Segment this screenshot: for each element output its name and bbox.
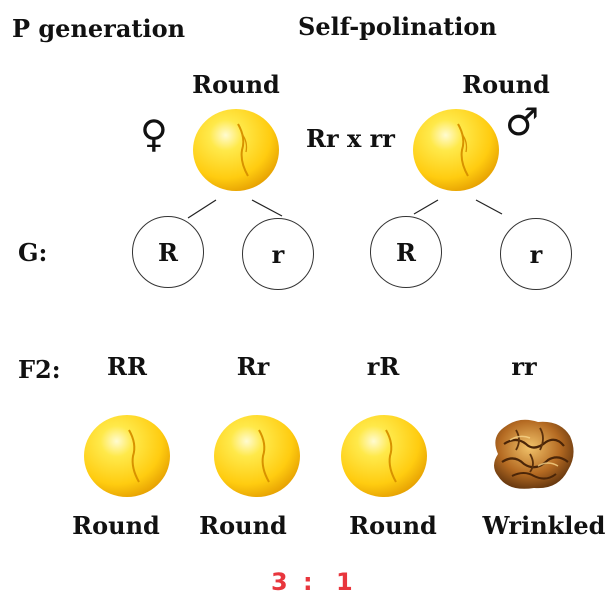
offspring-phenotype-4: Wrinkled [482, 511, 606, 540]
offspring-genotype-1: RR [107, 352, 147, 381]
ratio-left: 3 [271, 568, 290, 596]
male-round-seed-icon [413, 109, 499, 191]
male-phenotype: Round [462, 70, 550, 99]
offspring-round-seed-icon-2 [214, 415, 300, 497]
ratio-right: 1 [336, 568, 355, 596]
male-gamete-R: R [370, 216, 442, 288]
offspring-genotype-2: Rr [236, 352, 270, 381]
offspring-phenotype-1: Round [72, 511, 160, 540]
cross-type-label: Self-polination [298, 12, 497, 41]
male-symbol-icon: ♂ [505, 100, 540, 144]
offspring-genotype-3: rR [366, 352, 400, 381]
offspring-round-seed-icon-1 [84, 415, 170, 497]
offspring-label: F2: [18, 355, 61, 384]
ratio-separator: : [303, 568, 315, 596]
male-gamete-r: r [500, 218, 572, 290]
female-gamete-R: R [132, 216, 204, 288]
female-symbol-icon: ♀ [140, 112, 168, 156]
cross-genotype: Rr x rr [306, 124, 395, 153]
gametes-label: G: [18, 238, 48, 267]
generation-label: P generation [12, 14, 186, 43]
offspring-round-seed-icon-3 [341, 415, 427, 497]
female-gamete-r: r [242, 218, 314, 290]
female-round-seed-icon [193, 109, 279, 191]
offspring-wrinkled-seed-icon [494, 419, 574, 489]
offspring-phenotype-2: Round [199, 511, 287, 540]
female-phenotype: Round [192, 70, 280, 99]
offspring-genotype-4: rr [511, 352, 537, 381]
offspring-phenotype-3: Round [349, 511, 437, 540]
